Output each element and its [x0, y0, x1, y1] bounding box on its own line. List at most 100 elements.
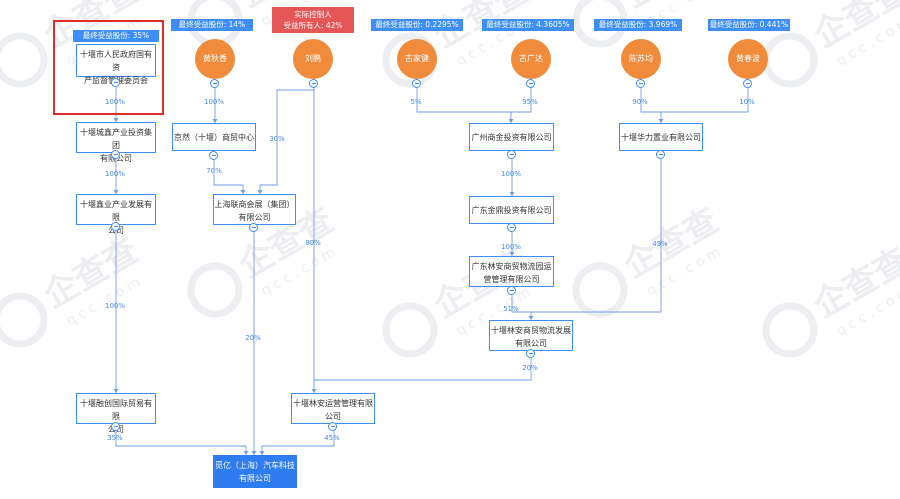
- equity-link: [640, 79, 662, 123]
- company-name-line: 十堰华力置业有限公司: [621, 133, 701, 142]
- collapse-toggle[interactable]: [743, 79, 752, 88]
- link-arrow: [509, 192, 515, 196]
- collapse-toggle[interactable]: [111, 422, 120, 431]
- link-arrow: [509, 252, 515, 256]
- company-node[interactable]: 十堰华力置业有限公司: [619, 123, 703, 151]
- company-node[interactable]: 十堰鑫业产业发展有限 公司: [76, 194, 156, 235]
- person-share-tag: 最终受益股份: 3.969%: [594, 19, 682, 31]
- company-node[interactable]: 十堰林安商贸物流发展 有限公司: [489, 320, 573, 351]
- share-percentage: 70%: [206, 167, 222, 175]
- company-node[interactable]: 上海联商会展（集团） 有限公司: [213, 194, 296, 225]
- share-percentage: 10%: [739, 98, 755, 106]
- highlight-frame: [53, 20, 164, 115]
- share-percentage: 49%: [652, 240, 668, 248]
- person-node[interactable]: 刘鹏: [293, 39, 333, 79]
- company-name-line: 营管理有限公司: [483, 275, 540, 284]
- share-percentage: 100%: [203, 98, 225, 106]
- equity-link: [213, 160, 244, 194]
- company-node[interactable]: 广州商金投资有限公司: [469, 123, 554, 151]
- collapse-toggle[interactable]: [507, 223, 516, 232]
- share-percentage: 30%: [269, 135, 285, 143]
- collapse-toggle[interactable]: [309, 79, 318, 88]
- link-arrow: [243, 451, 249, 455]
- share-percentage: 100%: [500, 243, 522, 251]
- person-node[interactable]: 黄秋香: [195, 39, 235, 79]
- company-name-line: 上海联商会展（集团）: [214, 200, 295, 209]
- company-name-line: 公司: [325, 412, 341, 421]
- link-arrow: [212, 119, 218, 123]
- equity-link: [531, 159, 662, 313]
- collapse-toggle[interactable]: [111, 78, 120, 87]
- person-share-tag: 最终受益股份: 0.441%: [708, 19, 790, 31]
- collapse-toggle[interactable]: [507, 286, 516, 295]
- company-name-line: 十堰市人民政府国有资: [80, 50, 152, 72]
- collapse-toggle[interactable]: [209, 151, 218, 160]
- equity-link: [314, 358, 532, 381]
- person-node[interactable]: 陈苏均: [621, 39, 661, 79]
- company-share-tag: 最终受益股份: 35%: [73, 30, 159, 42]
- collapse-toggle[interactable]: [249, 223, 258, 232]
- company-name-line: 十堰林安商贸物流发展: [491, 326, 571, 335]
- company-name-line: 京然（十堰）商贸中心: [174, 133, 254, 142]
- share-percentage: 100%: [104, 170, 126, 178]
- equity-link: [661, 79, 749, 113]
- person-share-tag: 最终受益股份: 4.3605%: [482, 19, 574, 31]
- company-name-line: 有限公司: [238, 213, 271, 222]
- collapse-toggle[interactable]: [412, 79, 421, 88]
- equity-link: [511, 79, 532, 113]
- equity-link: [259, 79, 315, 194]
- link-arrow: [240, 190, 246, 194]
- share-percentage: 20%: [245, 334, 261, 342]
- link-arrow: [113, 389, 119, 393]
- collapse-toggle[interactable]: [328, 422, 337, 431]
- link-arrow: [259, 451, 265, 455]
- collapse-toggle[interactable]: [656, 150, 665, 159]
- company-name-line: 十堰林安运营管理有限: [293, 399, 373, 408]
- share-percentage: 100%: [104, 302, 126, 310]
- controller-tag-title: 实际控制人: [294, 10, 332, 19]
- company-name-line: 十堰融创国际贸易有限: [80, 399, 152, 421]
- company-name-line: 广东林安商贸物流园运: [471, 262, 552, 271]
- collapse-toggle[interactable]: [111, 150, 120, 159]
- company-node[interactable]: 广东林安商贸物流园运 营管理有限公司: [469, 256, 554, 287]
- equity-link: [416, 79, 512, 123]
- controller-tag-share: 受益所有人: 42%: [283, 21, 343, 30]
- collapse-toggle[interactable]: [210, 79, 219, 88]
- company-node[interactable]: 广东金鼎投资有限公司: [469, 196, 554, 224]
- collapse-toggle[interactable]: [526, 349, 535, 358]
- link-arrow: [257, 190, 263, 194]
- collapse-toggle[interactable]: [526, 79, 535, 88]
- target-company-node[interactable]: 觅亿（上海）汽车科技 有限公司: [213, 455, 297, 488]
- person-share-tag: 最终受益股份: 0.2295%: [371, 19, 463, 31]
- share-percentage: 5%: [410, 98, 422, 106]
- company-name-line: 十堰鑫业产业发展有限: [80, 200, 152, 222]
- controller-tag: 实际控制人 受益所有人: 42%: [272, 7, 354, 33]
- link-arrow: [113, 190, 119, 194]
- company-node[interactable]: 十堰城鑫产业投资集团 有限公司: [76, 122, 156, 163]
- company-node[interactable]: 十堰林安运营管理有限 公司: [291, 393, 375, 424]
- share-percentage: 100%: [500, 170, 522, 178]
- person-node[interactable]: 古家健: [397, 39, 437, 79]
- company-name-line: 广州商金投资有限公司: [471, 133, 552, 142]
- collapse-toggle[interactable]: [507, 150, 516, 159]
- equity-link: [115, 431, 247, 455]
- collapse-toggle[interactable]: [111, 222, 120, 231]
- company-name-line: 有限公司: [239, 474, 271, 483]
- person-node[interactable]: 黄春波: [728, 39, 768, 79]
- share-percentage: 100%: [104, 98, 126, 106]
- share-percentage: 45%: [324, 434, 340, 442]
- link-arrow: [251, 451, 257, 455]
- link-arrow: [113, 118, 119, 122]
- person-node[interactable]: 古广达: [511, 39, 551, 79]
- share-percentage: 35%: [107, 434, 123, 442]
- share-percentage: 90%: [632, 98, 648, 106]
- share-percentage: 20%: [522, 364, 538, 372]
- company-node[interactable]: 京然（十堰）商贸中心: [172, 123, 256, 151]
- company-name-line: 有限公司: [515, 339, 547, 348]
- link-arrow: [528, 316, 534, 320]
- collapse-toggle[interactable]: [636, 79, 645, 88]
- company-node[interactable]: 十堰融创国际贸易有限 公司: [76, 393, 156, 434]
- person-share-tag: 最终受益股份: 14%: [171, 19, 253, 31]
- company-node[interactable]: 十堰市人民政府国有资 产监督管理委员会: [76, 44, 156, 85]
